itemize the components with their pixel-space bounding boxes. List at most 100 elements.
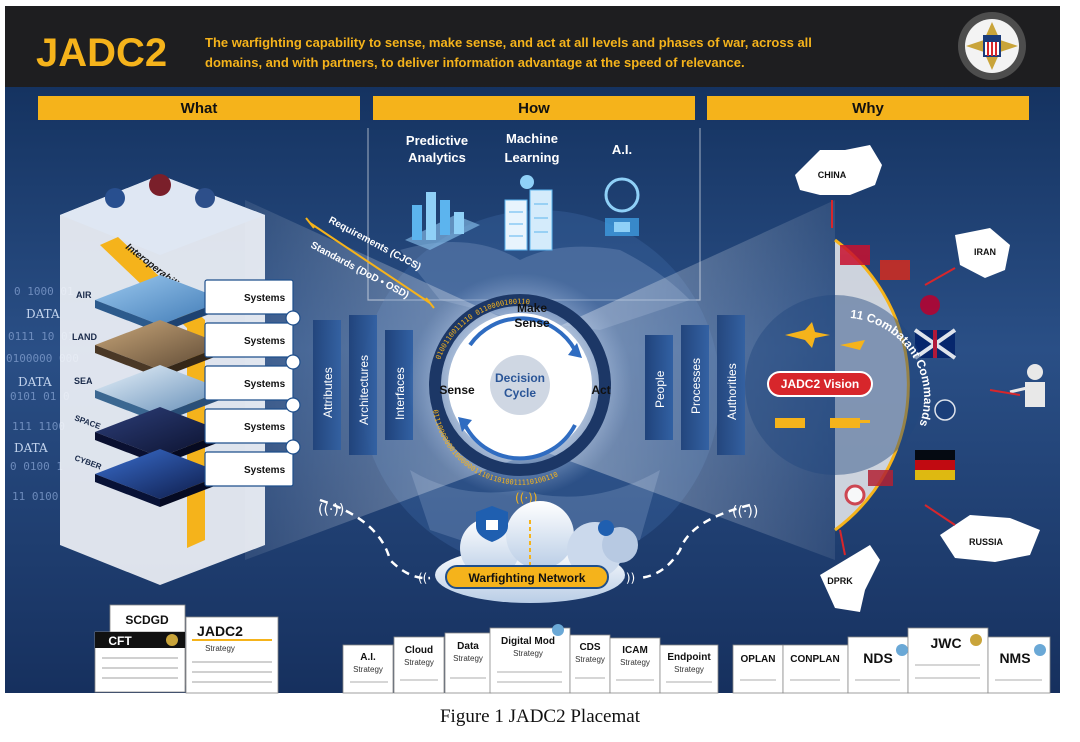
binary-ring <box>429 294 611 476</box>
service-seal-icon <box>195 188 215 208</box>
jadc2-logo: JADC2 <box>36 31 167 75</box>
systems-label: Systems <box>244 379 286 390</box>
ai-chip-icon <box>604 177 640 236</box>
aircraft-icons <box>775 322 870 428</box>
tagline-line-2: domains, and with partners, to deliver i… <box>205 55 745 70</box>
predictive-analytics-label: Predictive <box>406 133 468 148</box>
doc-title-icam: ICAM <box>622 645 648 656</box>
iran-shape <box>955 228 1010 278</box>
decision-cycle-label: Decision <box>495 371 545 385</box>
warfighting-network-label: Warfighting Network <box>469 571 586 585</box>
soldier-icon <box>1009 364 1045 407</box>
make-sense-label-2: Sense <box>514 316 550 330</box>
doc-title-cds: CDS <box>579 642 600 653</box>
doc-title-data: Data <box>457 641 479 652</box>
threat-label-dprk: DPRK <box>827 576 853 586</box>
why-header <box>707 96 1029 120</box>
threat-label-russia: RUSSIA <box>969 537 1004 547</box>
predictive-analytics-label-2: Analytics <box>408 150 466 165</box>
signal-icon: ((·)) <box>732 504 758 520</box>
pillar-people <box>645 335 673 440</box>
machine-learning-label: Machine <box>506 131 558 146</box>
pillar-label-people: People <box>653 370 667 408</box>
china-shape <box>795 145 882 195</box>
machine-learning-servers-icon <box>504 175 553 251</box>
how-header <box>373 96 695 120</box>
doc-title-conplan: CONPLAN <box>790 654 839 665</box>
doc-sub-icam: Strategy <box>620 658 650 667</box>
make-sense-label: Make <box>517 301 547 315</box>
sense-label: Sense <box>439 383 475 397</box>
pillar-label-processes: Processes <box>689 358 703 414</box>
svg-text:0 1000 01: 0 1000 01 <box>14 285 74 298</box>
what-label: What <box>181 100 218 117</box>
svg-text:11 0100: 11 0100 <box>12 490 58 503</box>
pillar-label-architectures: Architectures <box>357 355 371 425</box>
tagline-line-1: The warfighting capability to sense, mak… <box>205 35 812 50</box>
decision-cycle-center <box>490 355 550 415</box>
doc-title-cft: CFT <box>108 634 132 648</box>
domain-label-air: AIR <box>76 290 92 300</box>
doc-sub-data: Strategy <box>453 654 483 663</box>
systems-label: Systems <box>244 465 286 476</box>
network-link-left <box>319 498 431 580</box>
pillar-label-interfaces: Interfaces <box>393 367 407 420</box>
doc-sub-cloud: Strategy <box>404 658 434 667</box>
signal-icon: ((·)) <box>318 502 344 518</box>
warfighting-network-badge <box>445 565 609 589</box>
shield-lock-icon <box>476 506 508 542</box>
data-word: DATA <box>14 441 48 455</box>
svg-text:0101 01 0: 0101 01 0 <box>10 390 70 403</box>
pillar-label-authorities: Authorities <box>725 363 739 420</box>
threat-label-iran: IRAN <box>974 247 996 257</box>
machine-learning-label-2: Learning <box>505 150 560 165</box>
dprk-shape <box>820 545 880 612</box>
how-label: How <box>518 100 550 117</box>
svg-text:0111 10 01: 0111 10 01 <box>8 330 74 343</box>
ai-label: A.I. <box>612 142 632 157</box>
domain-label-sea: SEA <box>74 376 93 386</box>
joint-staff-emblem-icon <box>958 12 1026 80</box>
figure-caption: Figure 1 JADC2 Placemat <box>439 706 640 727</box>
service-seal-icon <box>149 174 171 196</box>
doc-subtitle-strategy: Strategy <box>205 644 235 653</box>
cycle-arrow-icon <box>468 316 577 351</box>
why-label: Why <box>852 100 884 117</box>
jadc2-vision-badge <box>767 371 873 397</box>
doc-sub-cds: Strategy <box>575 655 605 664</box>
svg-text:0 0100 1: 0 0100 1 <box>10 460 63 473</box>
doc-title-nms: NMS <box>999 650 1030 666</box>
svg-text:111 1100: 111 1100 <box>12 420 65 433</box>
doc-sub-endpoint: Strategy <box>674 665 704 674</box>
flags <box>840 245 957 506</box>
doc-sub-ai: Strategy <box>353 665 383 674</box>
systems-label: Systems <box>244 336 286 347</box>
doc-title-jwc: JWC <box>930 635 961 651</box>
systems-label: Systems <box>244 422 286 433</box>
doc-title-digital-mod: Digital Mod <box>501 636 555 647</box>
doc-stack-middle <box>342 624 719 694</box>
data-word: DATA <box>26 307 60 321</box>
what-header <box>38 96 360 120</box>
doc-title-oplan: OPLAN <box>741 654 776 665</box>
doc-title-cloud: Cloud <box>405 645 433 656</box>
doc-title-endpoint: Endpoint <box>667 652 711 663</box>
threat-label-china: CHINA <box>818 170 847 180</box>
doc-title-scdgd: SCDGD <box>125 613 169 627</box>
pillar-authorities <box>717 315 745 455</box>
russia-shape <box>940 515 1040 562</box>
domain-label-land: LAND <box>72 332 97 342</box>
network-link-right <box>639 503 751 580</box>
doc-stack-left <box>94 604 279 694</box>
analytics-bars-icon <box>405 192 480 250</box>
requirements-line <box>309 222 431 304</box>
doc-title-ai: A.I. <box>360 652 376 663</box>
node-icon <box>598 520 614 536</box>
doc-title-nds: NDS <box>863 650 893 666</box>
pillar-architectures <box>349 315 377 455</box>
systems-pieces <box>204 279 301 487</box>
signal-icon: ((·)) <box>515 491 538 505</box>
data-word: DATA <box>18 375 52 389</box>
jadc2-vision-label: JADC2 Vision <box>781 377 859 391</box>
